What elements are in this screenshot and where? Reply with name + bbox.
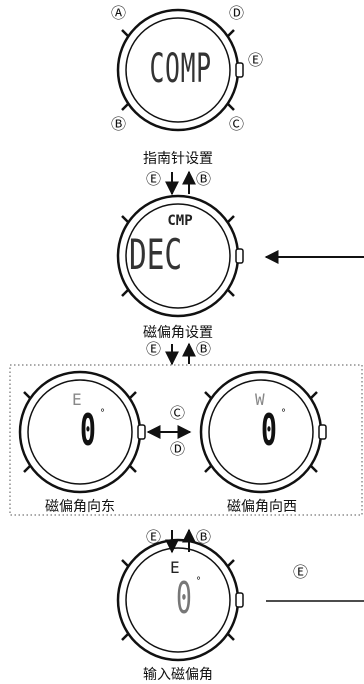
- lcd-cmp: CMP: [167, 213, 193, 229]
- arrow-label-e-3: Ⓔ: [146, 528, 162, 546]
- lcd-dec: DEC: [129, 230, 183, 279]
- label-e-input: Ⓔ: [293, 563, 309, 581]
- lcd-input-dir: E: [170, 558, 180, 577]
- caption-declination-west: 磁偏角向西: [227, 499, 297, 515]
- lcd-west-value: 0: [261, 405, 277, 456]
- arrow-label-e-2: Ⓔ: [146, 340, 162, 358]
- lcd-comp: COMP: [149, 46, 212, 92]
- east-west-box: [9, 364, 363, 516]
- lcd-east-value: 0: [80, 405, 96, 456]
- caption-declination-setting: 磁偏角设置: [143, 325, 213, 341]
- arrow-label-b-1: Ⓑ: [196, 170, 212, 188]
- lcd-west-dir: W: [255, 390, 265, 409]
- arrows-e-b-1: [165, 170, 196, 196]
- label-b: Ⓑ: [111, 115, 127, 133]
- label-a: Ⓐ: [111, 4, 127, 22]
- watch-compass-mode: [116, 8, 244, 132]
- watch-declination-setting: [116, 194, 244, 318]
- degree-sign-east: °: [100, 408, 105, 419]
- watch-declination-east: [18, 370, 146, 494]
- crown-button-e: [235, 62, 244, 78]
- label-c: Ⓒ: [229, 115, 245, 133]
- arrow-label-b-2: Ⓑ: [196, 340, 212, 358]
- arrows-e-b-2: [165, 342, 196, 366]
- lcd-input-value: 0: [176, 573, 192, 624]
- caption-compass-setting: 指南针设置: [143, 151, 213, 167]
- degree-sign-west: °: [281, 408, 286, 419]
- caption-declination-input: 输入磁偏角: [143, 667, 213, 683]
- caption-declination-east: 磁偏角向东: [45, 499, 115, 515]
- arrow-label-b-3: Ⓑ: [196, 528, 212, 546]
- label-d: Ⓓ: [229, 4, 245, 22]
- label-e: Ⓔ: [248, 51, 264, 69]
- watch-declination-input: [116, 538, 244, 662]
- arrow-label-e-1: Ⓔ: [146, 170, 162, 188]
- arrow-label-d: Ⓓ: [170, 440, 186, 458]
- arrow-label-c: Ⓒ: [170, 404, 186, 422]
- degree-sign-input: °: [196, 576, 201, 587]
- lcd-east-dir: E: [72, 390, 82, 409]
- watch-declination-west: [199, 370, 327, 494]
